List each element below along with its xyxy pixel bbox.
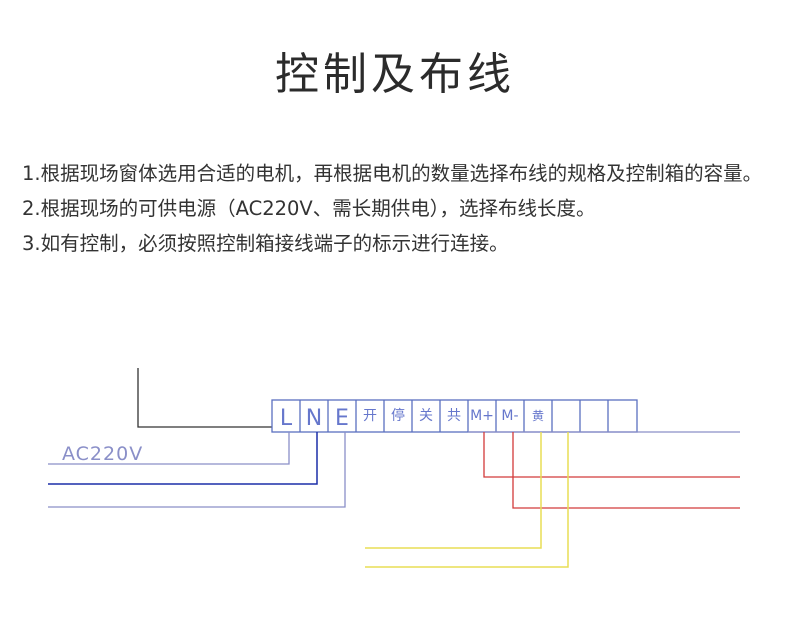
terminal-dividers xyxy=(299,400,609,432)
terminal-label-yellow: 黄 xyxy=(532,409,544,423)
terminal-label-l: L xyxy=(280,406,293,431)
terminal-label-e: E xyxy=(335,406,349,431)
wiring-diagram: L N E 开 停 关 共 M+ M- 黄 AC220V xyxy=(48,368,740,568)
terminal-box xyxy=(271,399,638,433)
terminal-label-stop: 停 xyxy=(391,407,405,424)
page-title: 控制及布线 xyxy=(275,49,515,100)
terminal-label-open: 开 xyxy=(363,408,377,424)
instruction-2: 2.根据现场的可供电源（AC220V、需长期供电），选择布线长度。 xyxy=(22,197,596,220)
wire-yellow-1 xyxy=(365,432,542,549)
power-label: AC220V xyxy=(62,443,143,465)
instruction-1: 1.根据现场窗体选用合适的电机，再根据电机的数量选择布线的规格及控制箱的容量。 xyxy=(22,162,763,185)
wire-e xyxy=(48,432,346,508)
instructions: 1.根据现场窗体选用合适的电机，再根据电机的数量选择布线的规格及控制箱的容量。 … xyxy=(22,156,782,261)
black-wire xyxy=(137,368,272,428)
wire-m-minus xyxy=(512,432,740,509)
wire-n xyxy=(48,432,318,485)
wire-yellow-2 xyxy=(365,432,569,568)
terminal-label-m-minus: M- xyxy=(501,408,518,424)
terminal-label-common: 共 xyxy=(447,408,461,424)
terminal-label-close: 关 xyxy=(419,408,433,424)
terminal-label-m-plus: M+ xyxy=(470,408,494,424)
terminal-label-n: N xyxy=(306,406,322,431)
wire-l xyxy=(48,432,290,465)
instruction-3: 3.如有控制，必须按照控制箱接线端子的标示进行连接。 xyxy=(22,232,509,255)
wire-m-plus xyxy=(483,432,740,478)
